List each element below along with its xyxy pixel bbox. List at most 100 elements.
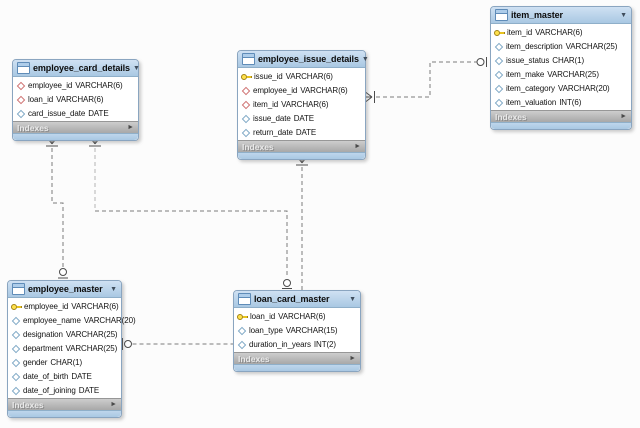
table-footer bbox=[13, 133, 138, 140]
column-diamond-icon bbox=[11, 358, 20, 367]
field-row[interactable]: designation VARCHAR(25) bbox=[8, 327, 121, 341]
field-type: VARCHAR(6) bbox=[56, 94, 104, 104]
field-row[interactable]: issue_status CHAR(1) bbox=[491, 53, 631, 67]
field-name: item_make bbox=[506, 69, 545, 79]
collapse-arrow-icon[interactable]: ▼ bbox=[620, 11, 627, 19]
table-header[interactable]: employee_issue_details ▼ bbox=[238, 51, 369, 68]
indexes-bar[interactable]: Indexes ► bbox=[8, 398, 121, 410]
field-row[interactable]: loan_id VARCHAR(6) bbox=[13, 92, 138, 106]
table-header[interactable]: loan_card_master ▼ bbox=[234, 291, 360, 308]
column-diamond-icon bbox=[237, 340, 246, 349]
expand-arrow-icon[interactable]: ► bbox=[349, 355, 356, 362]
field-row[interactable]: item_id VARCHAR(6) bbox=[491, 25, 631, 39]
indexes-bar[interactable]: Indexes ► bbox=[13, 121, 138, 133]
field-row[interactable]: item_description VARCHAR(25) bbox=[491, 39, 631, 53]
field-row[interactable]: item_make VARCHAR(25) bbox=[491, 67, 631, 81]
relationship-card-details-employee-master[interactable] bbox=[45, 135, 68, 279]
foreign-key-diamond-icon bbox=[241, 86, 250, 95]
column-diamond-icon bbox=[16, 109, 25, 118]
field-row[interactable]: date_of_birth DATE bbox=[8, 369, 121, 383]
field-type: DATE bbox=[295, 127, 317, 137]
column-diamond-icon bbox=[237, 326, 246, 335]
primary-key-icon bbox=[494, 28, 505, 37]
indexes-label: Indexes bbox=[238, 353, 270, 364]
field-name: employee_id bbox=[253, 85, 298, 95]
table-employee-card-details[interactable]: employee_card_details ▼ employee_id VARC… bbox=[12, 59, 140, 141]
field-row[interactable]: duration_in_years INT(2) bbox=[234, 337, 360, 351]
field-type: VARCHAR(6) bbox=[285, 71, 333, 81]
field-name: loan_id bbox=[28, 94, 54, 104]
field-row[interactable]: loan_id VARCHAR(6) bbox=[234, 309, 360, 323]
field-row[interactable]: gender CHAR(1) bbox=[8, 355, 121, 369]
table-employee-master[interactable]: employee_master ▼ employee_id VARCHAR(6)… bbox=[7, 280, 136, 418]
field-type: VARCHAR(25) bbox=[65, 329, 118, 339]
table-header[interactable]: employee_master ▼ bbox=[8, 281, 121, 298]
field-row[interactable]: issue_date DATE bbox=[238, 111, 365, 125]
primary-key-icon bbox=[11, 302, 22, 311]
primary-key-icon bbox=[237, 312, 248, 321]
indexes-bar[interactable]: Indexes ► bbox=[238, 140, 365, 152]
field-row[interactable]: card_issue_date DATE bbox=[13, 106, 138, 120]
table-header[interactable]: employee_card_details ▼ bbox=[13, 60, 140, 77]
field-type: VARCHAR(6) bbox=[535, 27, 583, 37]
table-item-master[interactable]: item_master ▼ item_id VARCHAR(6) item_de… bbox=[490, 6, 632, 130]
field-row[interactable]: employee_id VARCHAR(6) bbox=[238, 83, 365, 97]
field-row[interactable]: item_id VARCHAR(6) bbox=[238, 97, 365, 111]
field-row[interactable]: employee_id VARCHAR(6) bbox=[8, 299, 121, 313]
field-name: duration_in_years bbox=[249, 339, 311, 349]
table-header[interactable]: item_master ▼ bbox=[491, 7, 631, 24]
field-name: item_valuation bbox=[506, 97, 557, 107]
field-name: item_description bbox=[506, 41, 563, 51]
expand-arrow-icon[interactable]: ► bbox=[127, 124, 134, 131]
field-type: DATE bbox=[293, 113, 315, 123]
table-title: employee_master bbox=[28, 284, 103, 294]
collapse-arrow-icon[interactable]: ▼ bbox=[110, 285, 117, 293]
expand-arrow-icon[interactable]: ► bbox=[620, 113, 627, 120]
field-name: loan_id bbox=[250, 311, 276, 321]
field-row[interactable]: date_of_joining DATE bbox=[8, 383, 121, 397]
field-row[interactable]: employee_name VARCHAR(20) bbox=[8, 313, 136, 327]
column-diamond-icon bbox=[11, 372, 20, 381]
expand-arrow-icon[interactable]: ► bbox=[354, 143, 361, 150]
collapse-arrow-icon[interactable]: ▼ bbox=[132, 64, 140, 72]
field-name: employee_id bbox=[28, 80, 73, 90]
table-title: loan_card_master bbox=[254, 294, 330, 304]
relationship-issue-details-item-master[interactable] bbox=[363, 57, 487, 104]
field-row[interactable]: return_date DATE bbox=[238, 125, 365, 139]
indexes-label: Indexes bbox=[242, 141, 274, 152]
field-type: DATE bbox=[78, 385, 100, 395]
table-icon bbox=[238, 293, 251, 305]
indexes-bar[interactable]: Indexes ► bbox=[234, 352, 360, 364]
table-loan-card-master[interactable]: loan_card_master ▼ loan_id VARCHAR(6) lo… bbox=[233, 290, 361, 372]
collapse-arrow-icon[interactable]: ▼ bbox=[361, 55, 369, 63]
relationship-employee-master-loan-card-master[interactable] bbox=[122, 338, 234, 350]
field-row[interactable]: department VARCHAR(25) bbox=[8, 341, 121, 355]
field-name: issue_id bbox=[254, 71, 283, 81]
column-diamond-icon bbox=[11, 386, 20, 395]
field-row[interactable]: loan_type VARCHAR(15) bbox=[234, 323, 360, 337]
column-diamond-icon bbox=[11, 316, 20, 325]
field-type: VARCHAR(20) bbox=[557, 83, 610, 93]
relationship-issue-details-loan-card-master[interactable] bbox=[295, 154, 309, 290]
field-row[interactable]: issue_id VARCHAR(6) bbox=[238, 69, 365, 83]
field-name: item_id bbox=[253, 99, 279, 109]
indexes-label: Indexes bbox=[495, 111, 527, 122]
field-name: date_of_joining bbox=[23, 385, 76, 395]
field-name: item_category bbox=[506, 83, 555, 93]
table-icon bbox=[242, 53, 255, 65]
field-name: date_of_birth bbox=[23, 371, 69, 381]
column-diamond-icon bbox=[494, 70, 503, 79]
indexes-bar[interactable]: Indexes ► bbox=[491, 110, 631, 122]
table-employee-issue-details[interactable]: employee_issue_details ▼ issue_id VARCHA… bbox=[237, 50, 369, 160]
field-type: VARCHAR(25) bbox=[65, 343, 118, 353]
expand-arrow-icon[interactable]: ► bbox=[110, 401, 117, 408]
field-row[interactable]: employee_id VARCHAR(6) bbox=[13, 78, 138, 92]
field-row[interactable]: item_valuation INT(6) bbox=[491, 95, 631, 109]
collapse-arrow-icon[interactable]: ▼ bbox=[349, 295, 356, 303]
field-type: VARCHAR(6) bbox=[75, 80, 123, 90]
field-row[interactable]: item_category VARCHAR(20) bbox=[491, 81, 631, 95]
field-type: VARCHAR(20) bbox=[83, 315, 136, 325]
field-name: issue_status bbox=[506, 55, 550, 65]
